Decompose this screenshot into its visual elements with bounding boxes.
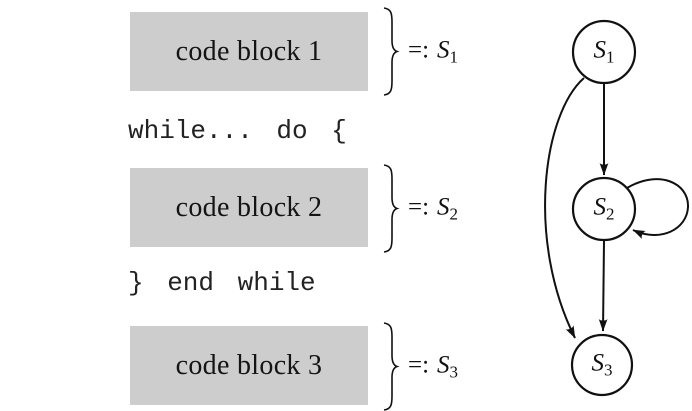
defined-as-operator: =: <box>408 351 430 379</box>
code-block-1: code block 1 <box>130 12 368 91</box>
code-line-while-do: while... do { <box>128 116 347 146</box>
graph-node-s1-circle <box>571 19 637 85</box>
code-block-1-label: code block 1 <box>175 35 323 67</box>
defined-as-operator: =: <box>408 193 430 221</box>
graph-node-s1-label: S1 <box>593 36 615 67</box>
edge-s2-self-loop <box>626 178 690 240</box>
brace-s1 <box>383 7 400 96</box>
graph-node-s3-circle <box>570 333 634 397</box>
definition-label-s3: =:S3 <box>408 351 459 382</box>
code-block-3: code block 3 <box>130 326 368 405</box>
edge-s1-s3 <box>544 77 585 339</box>
definition-label-s1: =:S1 <box>408 36 459 67</box>
code-block-2-label: code block 2 <box>175 191 323 223</box>
edge-s2-s3 <box>598 240 608 332</box>
brace-s2 <box>383 164 400 253</box>
code-block-2: code block 2 <box>130 168 368 247</box>
defined-as-operator: =: <box>408 36 430 64</box>
brace-s3 <box>383 322 400 411</box>
definition-label-s2: =:S2 <box>408 193 459 224</box>
graph-node-s2-label: S2 <box>593 193 615 224</box>
graph-node-s3-label: S3 <box>591 349 613 380</box>
graph-node-s2-circle <box>571 176 637 242</box>
code-line-end-while: } end while <box>128 268 316 298</box>
code-block-3-label: code block 3 <box>175 349 323 381</box>
